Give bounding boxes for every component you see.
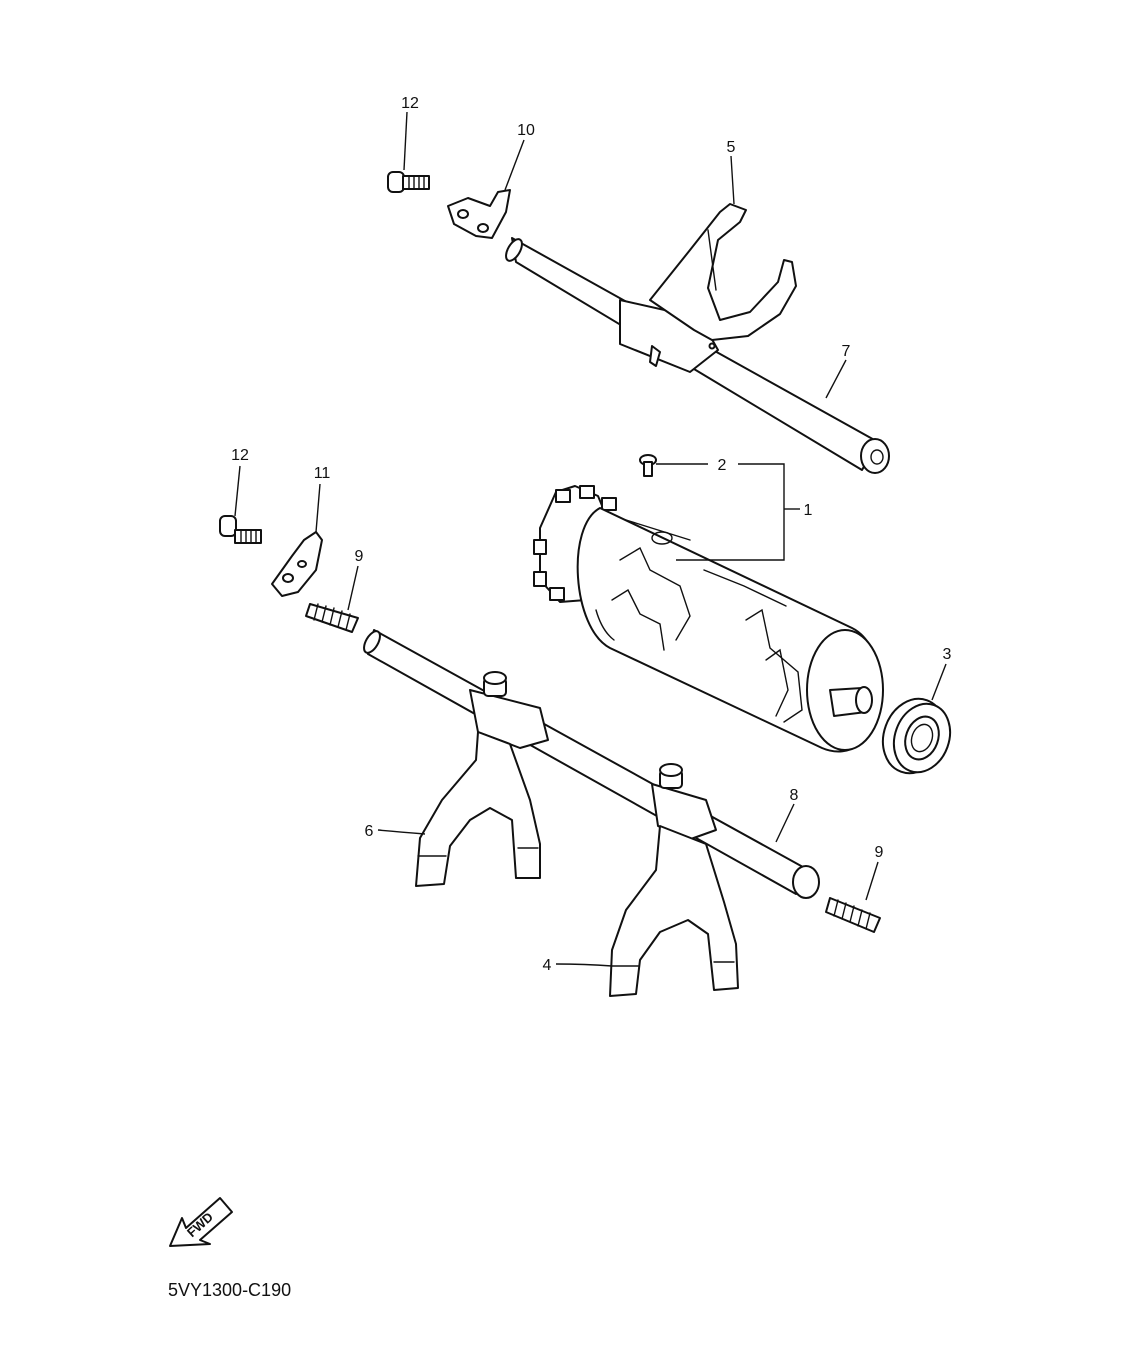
callout-2: 2	[718, 457, 727, 474]
spring-part-9-right[interactable]	[825, 897, 881, 933]
callout-1: 1	[804, 502, 813, 519]
screw-part-12-lower[interactable]	[219, 515, 262, 544]
callout-12-top: 12	[401, 95, 419, 112]
callout-4: 4	[543, 957, 552, 974]
shift-drum-part-1[interactable]	[533, 485, 884, 753]
shift-fork-part-4[interactable]	[609, 763, 739, 997]
spring-part-9-left[interactable]	[305, 603, 359, 633]
pin-part-2[interactable]	[639, 454, 657, 477]
stopper-plate-part-11[interactable]	[271, 531, 323, 597]
callout-11: 11	[314, 465, 331, 482]
bearing-part-3[interactable]	[873, 690, 960, 782]
callout-8: 8	[790, 787, 799, 804]
callout-7: 7	[842, 343, 851, 360]
leader-lines	[234, 111, 947, 967]
diagram-code: 5VY1300-C190	[168, 1280, 291, 1300]
screw-part-12-top[interactable]	[387, 171, 430, 193]
callout-3: 3	[943, 646, 952, 663]
callout-5: 5	[727, 139, 736, 156]
callout-9-right: 9	[875, 844, 884, 861]
callout-12-lower: 12	[231, 447, 249, 464]
callout-9-left: 9	[355, 548, 364, 565]
callout-6: 6	[365, 823, 374, 840]
callout-10: 10	[517, 122, 535, 139]
shift-fork-part-5[interactable]	[619, 203, 797, 373]
shift-fork-part-6[interactable]	[415, 671, 549, 887]
forward-arrow-icon: FWD	[169, 1197, 233, 1247]
stopper-plate-part-10[interactable]	[447, 189, 511, 239]
